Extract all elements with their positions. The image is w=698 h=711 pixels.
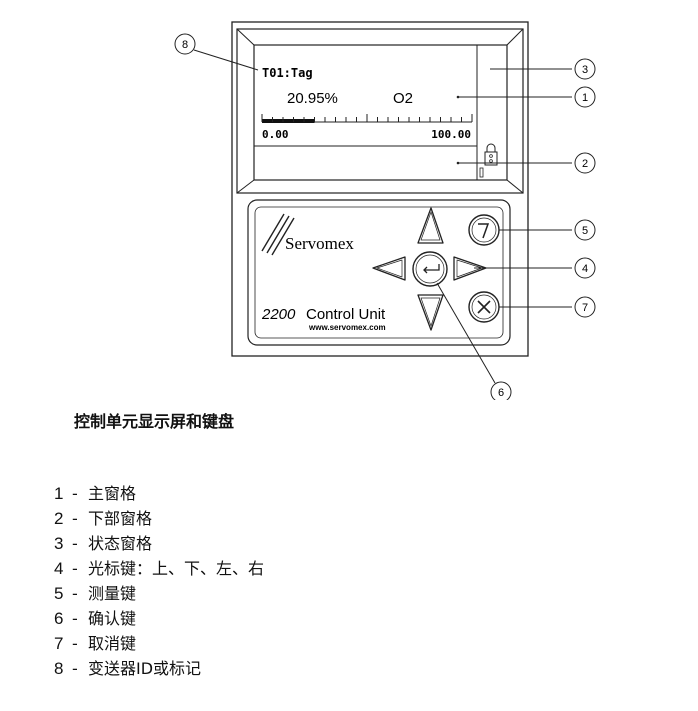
gas-name: O2 (393, 90, 413, 107)
up-key[interactable] (417, 207, 444, 244)
right-key[interactable] (453, 256, 487, 281)
legend-item: 2-下部窗格 (54, 509, 153, 528)
callout-2: 2 (574, 152, 596, 174)
legend-list: 1-主窗格 2-下部窗格 3-状态窗格 4-光标键：上、下、左、右 5-测量键 … (54, 481, 264, 681)
callout-1: 1 (574, 86, 596, 108)
callout-4: 4 (574, 257, 596, 279)
website: www.servomex.com (308, 323, 386, 332)
svg-text:5: 5 (582, 225, 588, 237)
legend-item: 6-确认键 (54, 609, 137, 628)
callout-3: 3 (574, 58, 596, 80)
measure-key[interactable] (468, 214, 500, 246)
leader-lines (193, 49, 572, 384)
callout-8: 8 (174, 33, 196, 55)
left-key[interactable] (372, 256, 406, 281)
down-key[interactable] (417, 294, 444, 331)
svg-text:4: 4 (582, 263, 588, 275)
legend-item: 1-主窗格 (54, 484, 137, 503)
lock-icon (479, 143, 498, 178)
close-icon (477, 300, 491, 314)
legend-item: 8-变送器ID或标记 (54, 659, 202, 678)
svg-text:3: 3 (582, 64, 588, 76)
svg-text:1: 1 (582, 92, 588, 104)
brand-name: Servomex (285, 234, 354, 253)
legend-item: 5-测量键 (54, 584, 137, 603)
enter-arrow-icon (423, 264, 440, 274)
enter-key[interactable] (412, 251, 448, 287)
scale-max: 100.00 (431, 128, 471, 141)
legend-item: 4-光标键：上、下、左、右 (54, 559, 265, 578)
model-name: Control Unit (306, 306, 386, 323)
svg-text:2: 2 (582, 158, 588, 170)
figure-caption: 控制单元显示屏和键盘 (74, 412, 235, 431)
gauge-icon (478, 223, 490, 239)
display-screen (253, 44, 508, 181)
svg-text:7: 7 (582, 302, 588, 314)
callout-6: 6 (490, 381, 512, 400)
svg-text:6: 6 (498, 387, 504, 399)
callout-5: 5 (574, 219, 596, 241)
legend-item: 7-取消键 (54, 634, 137, 653)
bar-graph-ticks (261, 114, 473, 122)
reading-value: 20.95% (287, 90, 338, 107)
scale-min: 0.00 (262, 128, 289, 141)
keypad-panel (247, 199, 511, 346)
cancel-key[interactable] (468, 291, 500, 323)
bar-graph-fill (262, 119, 315, 123)
transmitter-tag: T01:Tag (262, 66, 313, 80)
servomex-logo-icon (261, 213, 295, 256)
model-number: 2200 (261, 306, 296, 323)
legend-item: 3-状态窗格 (54, 534, 153, 553)
callout-7: 7 (574, 296, 596, 318)
svg-text:8: 8 (182, 39, 188, 51)
control-unit-diagram: T01:Tag 20.95% O2 0.00 100.00 Servomex 2… (174, 21, 596, 400)
